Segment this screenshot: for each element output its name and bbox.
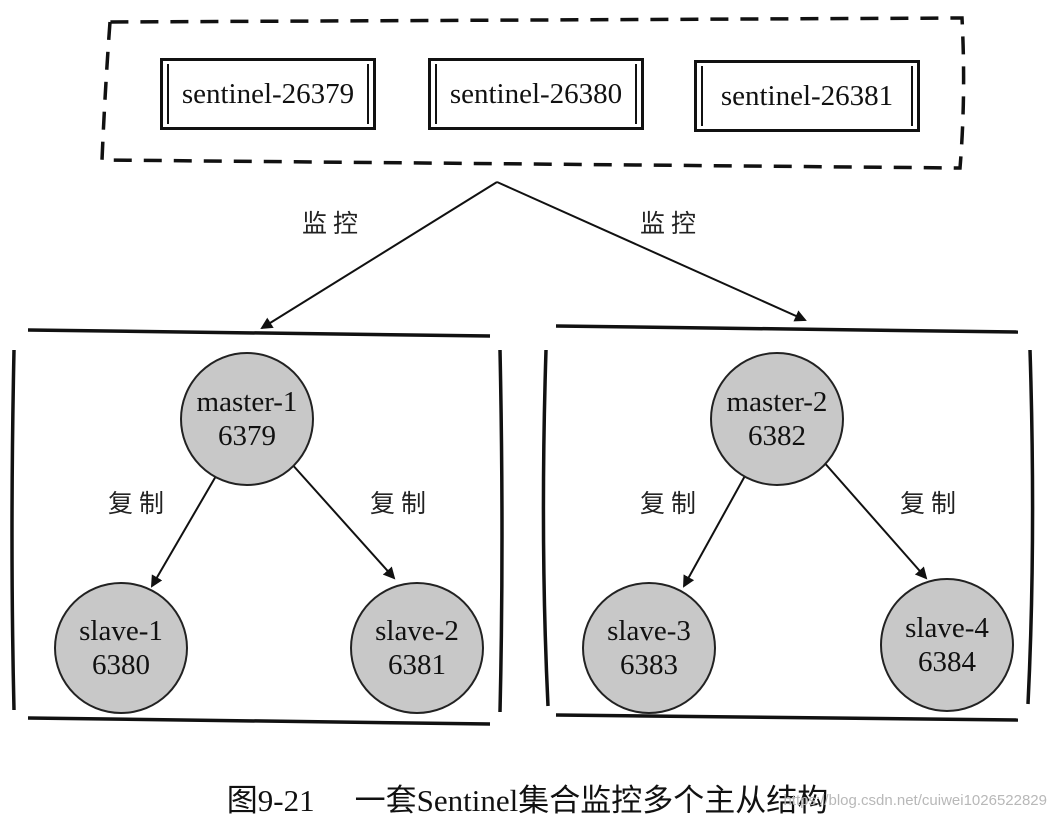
node-port: 6379	[218, 420, 276, 452]
slave-node-1: slave-1 6380	[54, 582, 188, 714]
master-node-1: master-1 6379	[180, 352, 314, 486]
slave-node-2: slave-2 6381	[350, 582, 484, 714]
watermark: https://blog.csdn.net/cuiwei1026522829	[783, 792, 1047, 809]
replicate-arrow-m2-s4	[821, 459, 928, 580]
figure-number: 图9-21	[226, 783, 315, 818]
group-box-left	[10, 328, 504, 726]
node-name: slave-3	[607, 615, 691, 647]
replicate-label: 复制	[108, 489, 171, 518]
replicate-label: 复制	[900, 489, 963, 518]
caption-text: 一套Sentinel集合监控多个主从结构	[354, 783, 829, 818]
sentinel-box-2: sentinel-26380	[428, 58, 644, 130]
group-box-right	[541, 324, 1035, 722]
monitor-label-left: 监控	[302, 209, 365, 238]
master-node-2: master-2 6382	[710, 352, 844, 486]
sentinel-box-3: sentinel-26381	[694, 60, 920, 132]
node-port: 6383	[620, 649, 678, 681]
node-port: 6380	[92, 649, 150, 681]
node-name: slave-4	[905, 612, 989, 644]
replicate-arrow-m2-s3	[683, 473, 747, 588]
replicate-label: 复制	[640, 489, 703, 518]
replicate-arrow-m1-s2	[289, 461, 396, 580]
node-port: 6382	[748, 420, 806, 452]
sentinel-label: sentinel-26381	[720, 79, 894, 112]
replicate-label: 复制	[370, 489, 433, 518]
slave-node-4: slave-4 6384	[880, 578, 1014, 712]
node-name: slave-2	[375, 615, 459, 647]
sentinel-label: sentinel-26380	[449, 77, 623, 110]
sentinel-group-border	[100, 16, 966, 170]
figure-caption: 图9-21 一套Sentinel集合监控多个主从结构	[0, 775, 1055, 820]
node-port: 6384	[918, 646, 976, 678]
node-name: master-2	[726, 386, 828, 418]
node-name: slave-1	[79, 615, 163, 647]
monitor-arrow-right	[496, 181, 807, 322]
sentinel-box-1: sentinel-26379	[160, 58, 376, 130]
node-port: 6381	[388, 649, 446, 681]
monitor-label-right: 监控	[640, 209, 703, 238]
replicate-arrow-m1-s1	[150, 475, 217, 588]
slave-node-3: slave-3 6383	[582, 582, 716, 714]
node-name: master-1	[196, 386, 298, 418]
monitor-arrow-left	[260, 181, 498, 330]
sentinel-label: sentinel-26379	[181, 77, 355, 110]
